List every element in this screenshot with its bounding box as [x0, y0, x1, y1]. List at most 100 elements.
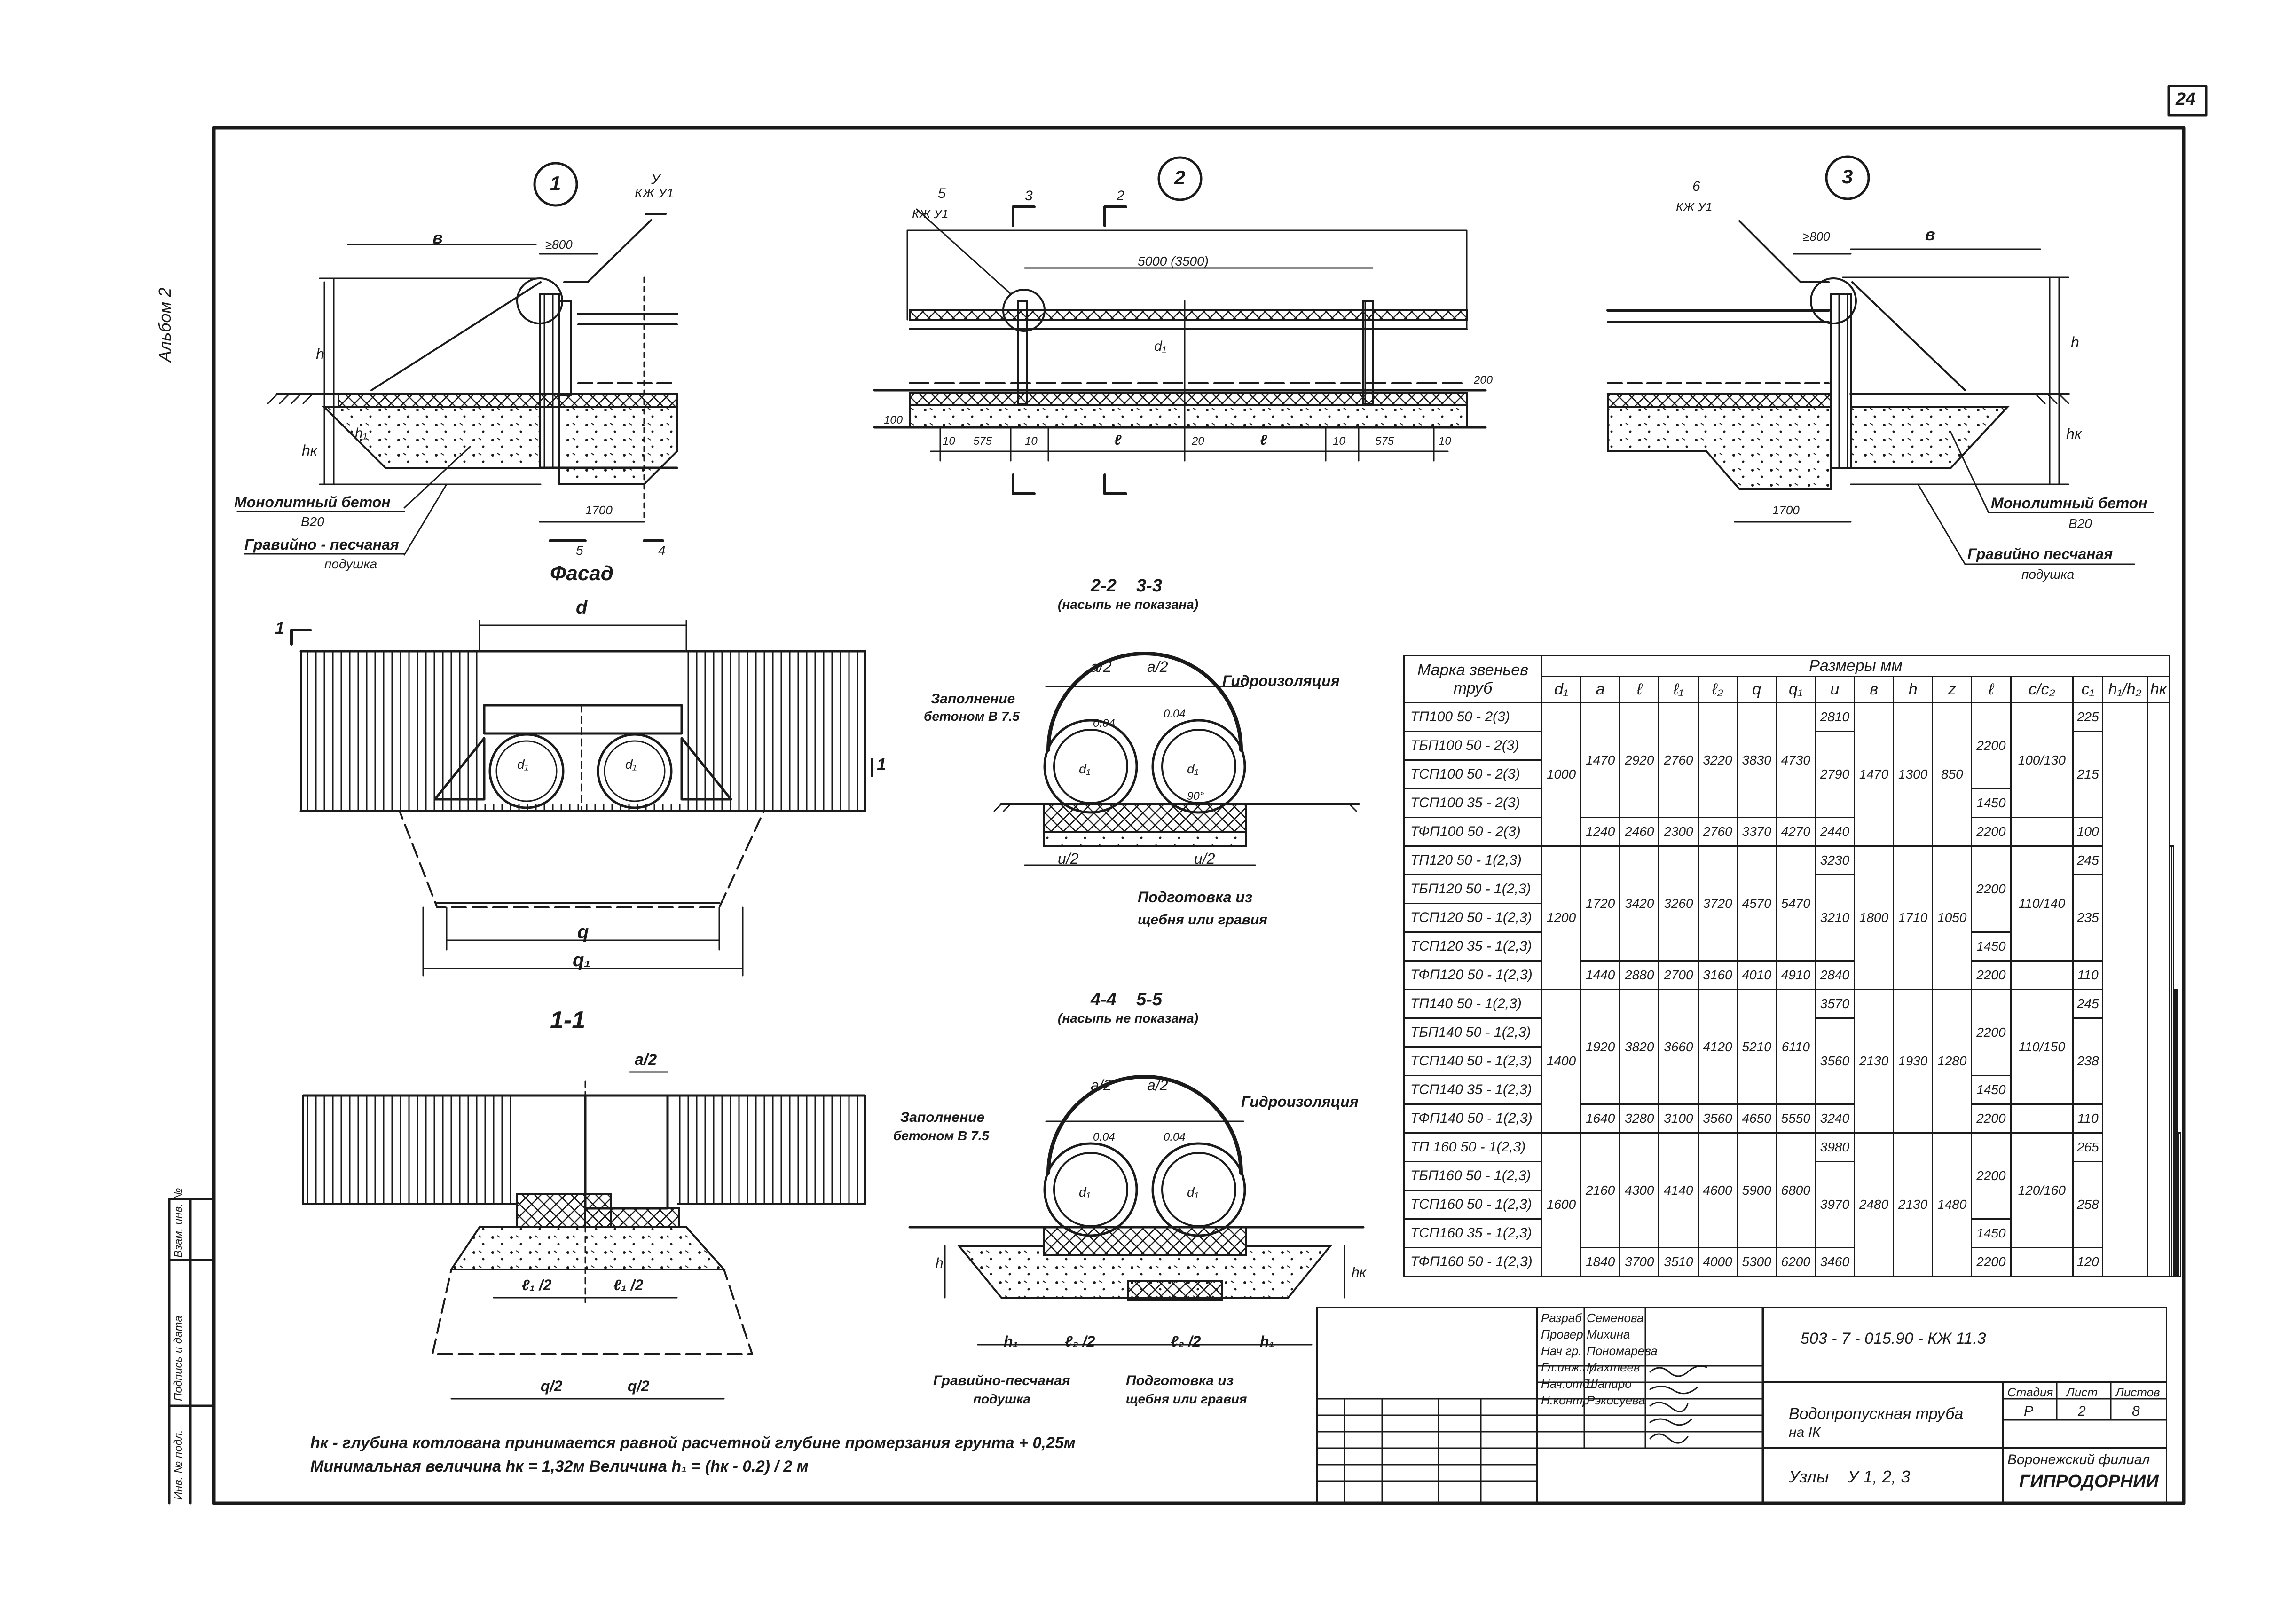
- table-cell: 1440: [1580, 960, 1621, 990]
- node1-label-concrete-class: В20: [301, 514, 324, 529]
- table-row-name: ТСП140 50 - 1(2,3): [1403, 1046, 1542, 1076]
- node1-dim-b: в: [432, 228, 443, 247]
- table-row-name: ТСП100 35 - 2(3): [1403, 788, 1542, 818]
- stamp-name-6: Рэкосуева: [1587, 1393, 1645, 1407]
- table-col-head: ℓ₂: [1697, 676, 1738, 703]
- table-cell: 3420: [1619, 845, 1660, 962]
- side-stamp-label-inv: Инв. № подл.: [172, 1430, 185, 1500]
- table-row-name: ТФП100 50 - 2(3): [1403, 817, 1542, 847]
- stamp-name-3: Пономарева: [1587, 1344, 1658, 1358]
- table-col-head: z: [1932, 676, 1973, 703]
- stamp-code: 503 - 7 - 015.90 - КЖ 11.3: [1801, 1330, 1986, 1348]
- section11-dim-qa: q/2: [541, 1378, 563, 1395]
- table-cell: 3220: [1697, 702, 1738, 818]
- section22-title: 2-2 3-3: [1091, 576, 1163, 596]
- stamp-sheet: 2: [2078, 1403, 2086, 1419]
- section22-dim-u2l: u/2: [1058, 850, 1079, 867]
- table-cell: 3260: [1658, 845, 1699, 962]
- section44-label-prep2: щебня или гравия: [1126, 1392, 1247, 1406]
- stamp-role-6: Н.контр: [1541, 1393, 1589, 1407]
- section22-dim-004b: 0.04: [1164, 708, 1186, 720]
- table-cell: 5550: [1775, 1103, 1816, 1134]
- table-row: ТСП160 50 - 1(2,3): [1403, 1190, 2181, 1220]
- section44-label-fill2: бетоном В 7.5: [893, 1128, 989, 1143]
- table-cell: 215: [2072, 731, 2104, 818]
- section44-dim-h: h: [936, 1255, 944, 1271]
- stamp-role-5: Нач.отд: [1541, 1377, 1589, 1391]
- side-stamp-label-replace: Взам. инв. №: [172, 1188, 185, 1258]
- table-cell: 1450: [1971, 931, 2012, 962]
- section22-label-fill2: бетоном В 7.5: [924, 709, 1020, 724]
- table-cell-d1: 1400: [1541, 989, 1582, 1134]
- table-cell-d1: 1000: [1541, 702, 1582, 847]
- stamp-role-2: Провер: [1541, 1327, 1583, 1341]
- section22-d1-right: d₁: [1187, 762, 1199, 776]
- table-row-name: ТБП120 50 - 1(2,3): [1403, 874, 1542, 904]
- node1-number: 1: [550, 172, 561, 194]
- page-number-box: [2167, 85, 2208, 117]
- stamp-org-1: Воронежский филиал: [2007, 1452, 2150, 1467]
- section11-dim-l1b: ℓ₁ /2: [613, 1277, 644, 1293]
- table-col-head: u: [1814, 676, 1856, 703]
- sheet-frame: [212, 126, 2186, 1505]
- section11-drawing: [302, 1071, 866, 1400]
- stamp-stage: Р: [2024, 1403, 2034, 1419]
- table-cell: 258: [2072, 1161, 2104, 1248]
- table-cell: 5210: [1736, 989, 1777, 1105]
- table-cell: 3460: [1814, 1247, 1856, 1277]
- table-col-head: hк: [2146, 676, 2170, 703]
- table-cell: 850: [1932, 702, 1973, 847]
- node1-dim-hk: hк: [302, 442, 317, 459]
- node2-dim-bottom-7: 10: [1333, 435, 1345, 448]
- node1-label-bed: Гравийно - песчаная: [244, 536, 399, 553]
- table-row-name: ТП 160 50 - 1(2,3): [1403, 1132, 1542, 1162]
- table-cell: 1920: [1580, 989, 1621, 1105]
- side-stamp-label-sign: Подпись и дата: [172, 1316, 185, 1401]
- table-cell: [2170, 845, 2174, 1277]
- table-cell: 3210: [1814, 874, 1856, 962]
- table-cell: 1450: [1971, 788, 2012, 818]
- node2-dim-200: 200: [1474, 374, 1493, 386]
- node3-dim-h: h: [2071, 334, 2079, 351]
- facade-d1-right: d₁: [625, 757, 637, 772]
- facade-cut-right: 1: [877, 755, 887, 774]
- table-cell: 3370: [1736, 817, 1777, 847]
- stamp-role-3: Нач гр.: [1541, 1344, 1582, 1358]
- table-cell: 3980: [1814, 1132, 1856, 1162]
- table-row: ТСП140 50 - 1(2,3): [1403, 1046, 2181, 1076]
- node2-number: 2: [1174, 166, 1186, 189]
- section22-dim-u2r: u/2: [1194, 850, 1215, 867]
- facade-dim-d: d: [576, 597, 588, 618]
- table-row-name: ТФП140 50 - 1(2,3): [1403, 1103, 1542, 1134]
- facade-title: Фасад: [550, 562, 613, 585]
- table-cell: 3280: [1619, 1103, 1660, 1134]
- table-row: ТСП160 35 - 1(2,3)1450: [1403, 1218, 2181, 1248]
- node2-dim-bottom-8: 575: [1375, 435, 1394, 448]
- stamp-name-5: Шапиро: [1587, 1377, 1632, 1391]
- stamp-name-4: Махтеев: [1587, 1360, 1640, 1374]
- stamp-name-1: Семенова: [1587, 1311, 1644, 1325]
- table-row-name: ТСП160 35 - 1(2,3): [1403, 1218, 1542, 1248]
- table-cell: 1710: [1893, 845, 1934, 990]
- title-block: [1316, 1307, 2167, 1505]
- table-cell: 245: [2072, 989, 2104, 1019]
- table-cell: 1720: [1580, 845, 1621, 962]
- table-cell: 4000: [1697, 1247, 1738, 1277]
- table-cell: 2160: [1580, 1132, 1621, 1248]
- node1-section-ref: У: [651, 172, 660, 187]
- table-cell: 3100: [1658, 1103, 1699, 1134]
- facade-cut-left: 1: [275, 618, 285, 638]
- table-row-name: ТП100 50 - 2(3): [1403, 702, 1542, 732]
- table-cell: 2130: [1893, 1132, 1934, 1277]
- node3-section-ref: 6: [1692, 179, 1700, 194]
- table-cell-d1: 1200: [1541, 845, 1582, 990]
- node1-cut-a: 5: [576, 543, 583, 558]
- node3-dim-hk: hк: [2066, 426, 2082, 442]
- node1-cut-b: 4: [658, 543, 666, 558]
- section44-label-prep: Подготовка из: [1126, 1373, 1234, 1388]
